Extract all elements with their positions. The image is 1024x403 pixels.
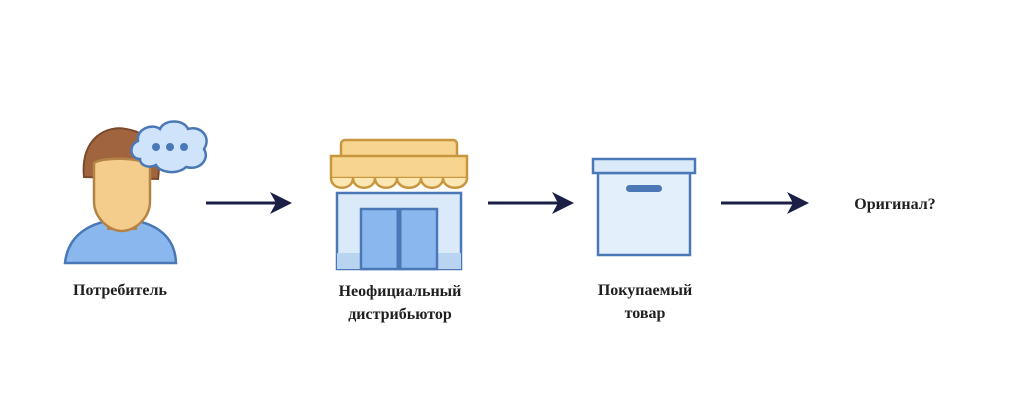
distributor-label-line-1: Неофициальный — [338, 283, 462, 300]
storefront-icon — [329, 138, 469, 271]
consumer-label: Потребитель — [73, 282, 167, 299]
question-label: Оригинал? — [854, 196, 936, 213]
box-icon — [591, 157, 697, 257]
flow-arrow-3 — [721, 192, 809, 214]
flow-arrow-1 — [206, 192, 292, 214]
product-label-line-1: Покупаемый — [597, 282, 693, 299]
distributor-label-line-2: дистрибьютор — [348, 306, 452, 323]
flow-arrow-2 — [488, 192, 574, 214]
product-label-line-2: товар — [624, 305, 666, 322]
person-thinking-icon — [63, 120, 208, 265]
